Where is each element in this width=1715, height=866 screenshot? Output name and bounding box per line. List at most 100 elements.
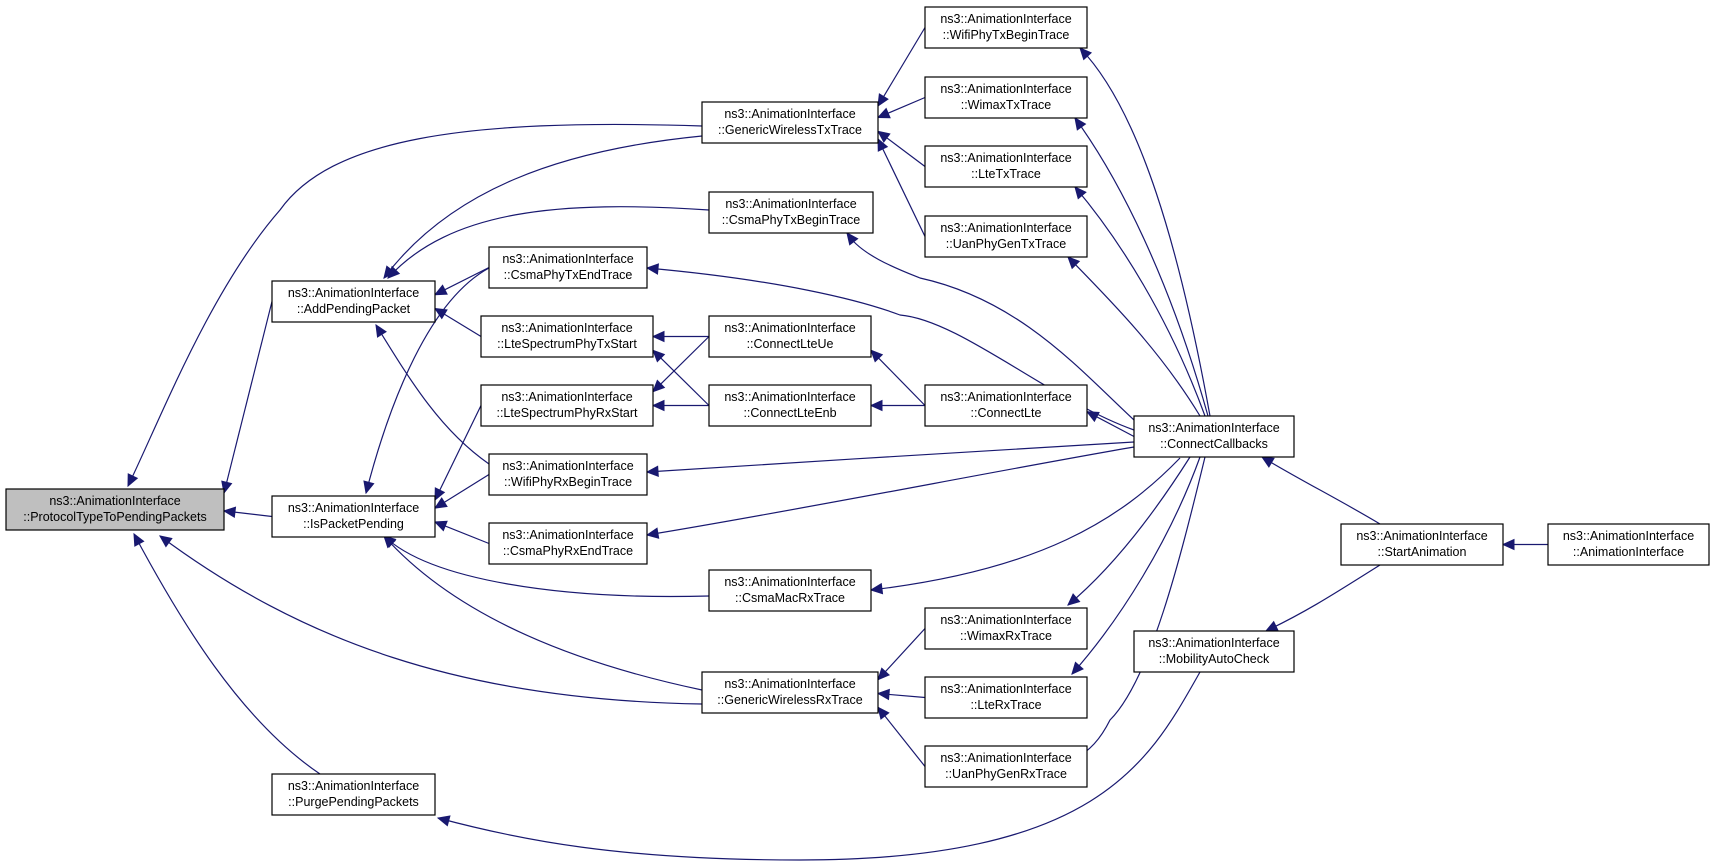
node-csma-mac-rx-trace[interactable]: ns3::AnimationInterface::CsmaMacRxTrace xyxy=(708,569,872,612)
node-method-label: ::CsmaPhyTxBeginTrace xyxy=(722,213,861,227)
node-connect-lte-enb[interactable]: ns3::AnimationInterface::ConnectLteEnb xyxy=(708,384,872,427)
edge-arrowhead xyxy=(1071,661,1084,675)
node-box xyxy=(488,246,648,289)
node-method-label: ::LteSpectrumPhyRxStart xyxy=(496,406,638,420)
edge-arrowhead xyxy=(651,399,665,412)
edge-line xyxy=(877,706,926,767)
node-namespace-label: ns3::AnimationInterface xyxy=(940,613,1071,627)
edge-line xyxy=(365,267,490,494)
node-mobility-auto-check[interactable]: ns3::AnimationInterface::MobilityAutoChe… xyxy=(1133,630,1295,673)
edge-connect-lte-enb-to-lte-spectrum-phy-rx-start xyxy=(651,399,709,412)
node-method-label: ::CsmaMacRxTrace xyxy=(735,591,845,605)
node-animation-interface[interactable]: ns3::AnimationInterface::AnimationInterf… xyxy=(1547,523,1710,566)
node-box xyxy=(1340,523,1504,566)
edge-line xyxy=(877,27,926,107)
node-method-label: ::PurgePendingPackets xyxy=(288,795,419,809)
edge-line xyxy=(1067,456,1191,606)
edge-line xyxy=(127,123,703,487)
node-csma-phy-rx-end-trace[interactable]: ns3::AnimationInterface::CsmaPhyRxEndTra… xyxy=(488,522,648,565)
edge-arrowhead xyxy=(645,527,660,539)
node-uan-phy-gen-tx-trace[interactable]: ns3::AnimationInterface::UanPhyGenTxTrac… xyxy=(924,215,1088,258)
node-namespace-label: ns3::AnimationInterface xyxy=(288,286,419,300)
node-namespace-label: ns3::AnimationInterface xyxy=(724,575,855,589)
node-is-packet-pending[interactable]: ns3::AnimationInterface::IsPacketPending xyxy=(271,495,436,538)
node-method-label: ::UanPhyGenRxTrace xyxy=(945,767,1067,781)
edge-line xyxy=(877,138,926,237)
edge-arrowhead xyxy=(1074,117,1087,131)
node-namespace-label: ns3::AnimationInterface xyxy=(724,107,855,121)
edge-uan-phy-gen-rx-trace-to-generic-wireless-rx-trace xyxy=(877,706,926,767)
node-box xyxy=(1547,523,1710,566)
node-namespace-label: ns3::AnimationInterface xyxy=(940,82,1071,96)
edge-arrowhead xyxy=(877,130,891,143)
node-namespace-label: ns3::AnimationInterface xyxy=(940,682,1071,696)
edge-csma-phy-tx-begin-trace-to-add-pending-packet xyxy=(387,206,710,279)
node-box xyxy=(924,384,1088,427)
edge-arrowhead xyxy=(846,232,859,246)
node-csma-phy-tx-begin-trace[interactable]: ns3::AnimationInterface::CsmaPhyTxBeginT… xyxy=(708,191,874,234)
node-box xyxy=(924,745,1088,788)
edge-arrowhead xyxy=(375,323,387,338)
node-namespace-label: ns3::AnimationInterface xyxy=(940,151,1071,165)
edge-line xyxy=(1073,456,1206,761)
node-box xyxy=(924,6,1088,49)
edge-line xyxy=(223,301,273,494)
node-box xyxy=(701,101,879,144)
node-generic-wireless-rx-trace[interactable]: ns3::AnimationInterface::GenericWireless… xyxy=(701,671,879,714)
node-method-label: ::ConnectLteEnb xyxy=(743,406,836,420)
node-connect-callbacks[interactable]: ns3::AnimationInterface::ConnectCallback… xyxy=(1133,415,1295,458)
edge-arrowhead xyxy=(159,535,173,548)
node-generic-wireless-tx-trace[interactable]: ns3::AnimationInterface::GenericWireless… xyxy=(701,101,879,144)
node-box xyxy=(1133,415,1295,458)
edge-arrowhead xyxy=(127,473,139,488)
node-namespace-label: ns3::AnimationInterface xyxy=(49,494,180,508)
edge-line xyxy=(383,135,703,279)
node-lte-tx-trace[interactable]: ns3::AnimationInterface::LteTxTrace xyxy=(924,145,1088,188)
edge-connect-callbacks-to-lte-tx-trace xyxy=(1074,186,1206,417)
node-purge-pending-packets[interactable]: ns3::AnimationInterface::PurgePendingPac… xyxy=(271,773,436,816)
node-namespace-label: ns3::AnimationInterface xyxy=(940,390,1071,404)
edge-line xyxy=(652,349,710,406)
edge-line xyxy=(1265,564,1381,632)
node-box xyxy=(271,280,436,323)
edge-line xyxy=(1071,456,1201,675)
edge-arrowhead xyxy=(1501,538,1515,551)
node-add-pending-packet[interactable]: ns3::AnimationInterface::AddPendingPacke… xyxy=(271,280,436,323)
node-lte-spectrum-phy-tx-start[interactable]: ns3::AnimationInterface::LteSpectrumPhyT… xyxy=(480,315,654,358)
node-wimax-tx-trace[interactable]: ns3::AnimationInterface::WimaxTxTrace xyxy=(924,76,1088,119)
node-connect-lte-ue[interactable]: ns3::AnimationInterface::ConnectLteUe xyxy=(708,315,872,358)
node-method-label: ::ConnectLteUe xyxy=(747,337,834,351)
node-namespace-label: ns3::AnimationInterface xyxy=(501,390,632,404)
node-method-label: ::WifiPhyTxBeginTrace xyxy=(943,28,1070,42)
node-wimax-rx-trace[interactable]: ns3::AnimationInterface::WimaxRxTrace xyxy=(924,607,1088,650)
node-namespace-label: ns3::AnimationInterface xyxy=(725,197,856,211)
node-box xyxy=(701,671,879,714)
node-box xyxy=(924,676,1088,719)
edge-line xyxy=(846,232,1135,421)
edge-arrowhead xyxy=(652,349,666,363)
edge-line xyxy=(1074,117,1209,417)
edge-mobility-auto-check-to-purge-pending-packets xyxy=(436,671,1201,861)
node-start-animation[interactable]: ns3::AnimationInterface::StartAnimation xyxy=(1340,523,1504,566)
node-box xyxy=(271,773,436,816)
edge-arrowhead xyxy=(1085,411,1100,423)
node-box xyxy=(924,145,1088,188)
node-uan-phy-gen-rx-trace[interactable]: ns3::AnimationInterface::UanPhyGenRxTrac… xyxy=(924,745,1088,788)
node-lte-rx-trace[interactable]: ns3::AnimationInterface::LteRxTrace xyxy=(924,676,1088,719)
node-namespace-label: ns3::AnimationInterface xyxy=(724,390,855,404)
edge-is-packet-pending-to-protocol-type-to-pending-packets xyxy=(222,506,273,518)
node-wifi-phy-tx-begin-trace[interactable]: ns3::AnimationInterface::WifiPhyTxBeginT… xyxy=(924,6,1088,49)
node-csma-phy-tx-end-trace[interactable]: ns3::AnimationInterface::CsmaPhyTxEndTra… xyxy=(488,246,648,289)
edge-line xyxy=(1074,186,1206,417)
node-lte-spectrum-phy-rx-start[interactable]: ns3::AnimationInterface::LteSpectrumPhyR… xyxy=(480,384,654,427)
node-connect-lte[interactable]: ns3::AnimationInterface::ConnectLte xyxy=(924,384,1088,427)
edge-lte-spectrum-phy-rx-start-to-is-packet-pending xyxy=(434,405,482,502)
node-wifi-phy-rx-begin-trace[interactable]: ns3::AnimationInterface::WifiPhyRxBeginT… xyxy=(488,453,648,496)
node-protocol-type-to-pending-packets[interactable]: ns3::AnimationInterface::ProtocolTypeToP… xyxy=(5,488,225,531)
edge-csma-phy-tx-end-trace-to-is-packet-pending xyxy=(363,267,490,495)
node-namespace-label: ns3::AnimationInterface xyxy=(1563,529,1694,543)
edge-arrowhead xyxy=(877,93,889,108)
node-method-label: ::ProtocolTypeToPendingPackets xyxy=(23,510,206,524)
node-method-label: ::WimaxRxTrace xyxy=(960,629,1052,643)
